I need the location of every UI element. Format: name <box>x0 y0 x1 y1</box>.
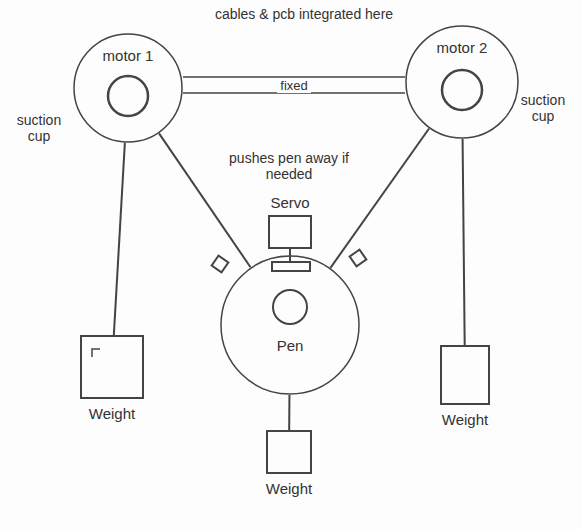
weight-box: Weight <box>80 335 144 399</box>
part-label: suction cup <box>510 92 576 124</box>
weight-box: Weight <box>440 345 490 405</box>
node-outline <box>220 255 360 395</box>
cable <box>114 143 125 335</box>
node-outline <box>440 345 490 405</box>
cable-clamp <box>212 256 229 273</box>
cable <box>288 395 290 430</box>
node-outline <box>80 335 144 399</box>
node-outline <box>268 215 312 249</box>
note: cables & pcb integrated here <box>176 6 432 22</box>
pen-holder: Pen <box>220 255 360 395</box>
motor-circle: motor 1 <box>73 33 183 143</box>
cable <box>330 129 429 268</box>
node-label: Weight <box>266 480 312 497</box>
node-label: Pen <box>277 337 304 354</box>
cable <box>463 139 465 345</box>
note: pushes pen away if needed <box>224 150 354 182</box>
weight-box: Weight <box>266 430 312 474</box>
motor-circle: motor 2 <box>405 25 519 139</box>
fixed-bar <box>183 77 405 93</box>
servo-base <box>272 262 310 271</box>
node-label: Weight <box>89 405 135 422</box>
node-label: Servo <box>270 194 309 211</box>
node-label: motor 2 <box>437 39 488 56</box>
cable-clamp <box>350 250 367 267</box>
node-label: motor 1 <box>103 47 154 64</box>
node-outline <box>266 430 312 474</box>
node-label: Weight <box>442 411 488 428</box>
edge-label: fixed <box>277 78 310 93</box>
part-label: suction cup <box>8 112 70 144</box>
servo-box: Servo <box>268 215 312 249</box>
